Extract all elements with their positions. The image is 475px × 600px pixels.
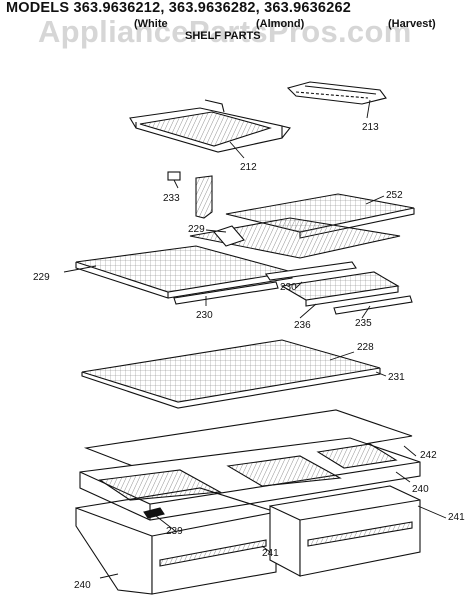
part-229-upper-shelf[interactable] (189, 217, 401, 259)
leader-lines (63, 99, 447, 579)
callout-229-upper: 229 (188, 224, 205, 235)
part-230-left-trim[interactable] (173, 281, 279, 305)
part-239-clip[interactable] (143, 507, 165, 519)
callout-235: 235 (355, 318, 372, 329)
part-228-large-shelf[interactable] (81, 339, 381, 409)
models-header: MODELS 363.9636212, 363.9636282, 363.963… (6, 0, 351, 16)
variant-almond-label: (Almond) (256, 18, 305, 30)
callout-229-left: 229 (33, 272, 50, 283)
callout-233: 233 (163, 193, 180, 204)
callout-231: 231 (388, 372, 405, 383)
part-230-right-trim[interactable] (265, 261, 357, 281)
part-240-right-drawer[interactable] (269, 485, 421, 577)
callout-228: 228 (357, 342, 374, 353)
callout-240-right: 240 (412, 484, 429, 495)
callout-239: 239 (166, 526, 183, 537)
callout-236: 236 (294, 320, 311, 331)
callout-252: 252 (386, 190, 403, 201)
callout-241-right: 241 (448, 512, 465, 523)
callout-230-right: 230 (280, 282, 297, 293)
callout-213: 213 (362, 122, 379, 133)
part-235-trim-strip[interactable] (333, 295, 413, 315)
part-213-rail[interactable] (286, 81, 387, 105)
watermark: AppliancePartsPros.com (38, 14, 412, 49)
callout-242: 242 (420, 450, 437, 461)
part-240-left-drawer[interactable] (75, 487, 277, 595)
crisper-frame[interactable] (79, 437, 421, 521)
part-212-shelf-frame[interactable] (129, 99, 291, 153)
callout-241-center: 241 (262, 548, 279, 559)
part-236-crisper-shelf[interactable] (280, 271, 400, 307)
callout-212: 212 (240, 162, 257, 173)
variant-harvest-label: (Harvest) (388, 18, 436, 30)
section-title: SHELF PARTS (185, 30, 261, 42)
variant-white-label: (White (134, 18, 168, 30)
callout-240-left: 240 (74, 580, 91, 591)
callout-230-left: 230 (196, 310, 213, 321)
